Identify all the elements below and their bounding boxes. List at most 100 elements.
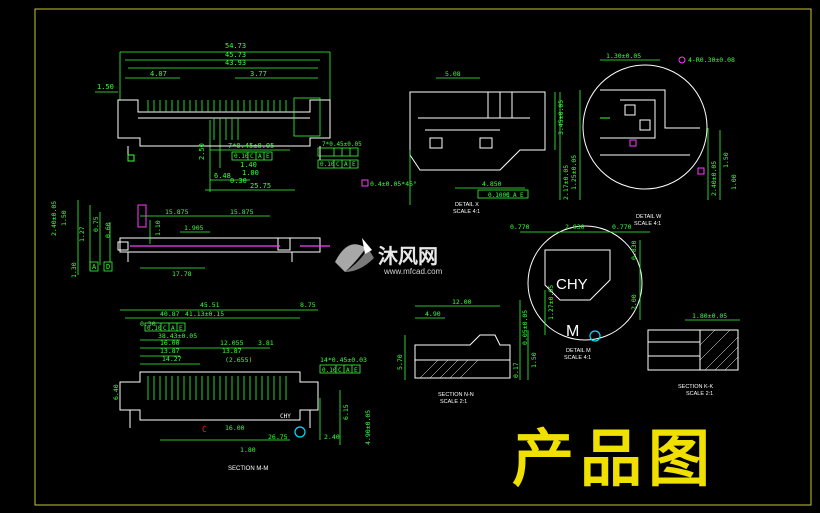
dim-text: 0.770: [510, 223, 530, 231]
callout-text: C: [163, 325, 167, 332]
dim-text: 3.81: [258, 339, 274, 347]
callout-text: E: [520, 192, 524, 199]
drawing-title: 产品图: [512, 422, 716, 495]
callout-text: 0.10: [147, 325, 162, 332]
dim-text: 45.73: [225, 51, 246, 59]
dim-text: 15.875: [230, 208, 254, 216]
dim-text: 8.75: [300, 301, 316, 309]
dim-text: 0.60: [104, 222, 112, 238]
dim-text: 4.850: [482, 180, 502, 188]
dim-text: 0.30: [230, 177, 247, 185]
watermark: 沐风网 www.mfcad.com: [335, 238, 443, 276]
callout-text: 0.10: [322, 367, 337, 374]
dim-text: 3.45±0.05: [557, 100, 565, 135]
detail-w-view: 1.30±0.05 4-R0.30±0.08 1.25±0.05 2.40±0.…: [570, 52, 738, 227]
section-mm-view: C 45.51 41.13±0.15 0.30 40.87 38.43±0.05…: [112, 301, 372, 472]
callout-text: A: [258, 153, 262, 160]
dim-text: 4.07: [150, 70, 167, 78]
dim-text: 40.87: [160, 310, 180, 318]
dim-text: 6.40: [112, 384, 120, 400]
dim-text: 14.27: [162, 355, 182, 363]
dim-text: 2.00: [630, 294, 638, 310]
dim-text: 13.87: [222, 347, 242, 355]
callout-text: A: [513, 192, 517, 199]
dim-text: 2.50: [198, 143, 206, 160]
dim-text: 1.00: [242, 169, 259, 177]
front-view: 54.73 45.73 43.93 4.07 3.77 1.50 7*0.45±…: [95, 42, 362, 192]
dim-text: 1.80: [240, 446, 256, 454]
dim-text: 41.13±0.15: [185, 310, 224, 318]
dim-text: 0.4±0.05*45°: [370, 180, 417, 188]
dim-text: 43.93: [225, 59, 246, 67]
dim-text: 2.40±0.05: [50, 201, 58, 236]
callout-text: C: [250, 153, 254, 160]
dim-text: 0.30: [140, 320, 156, 328]
dim-text: 1.50: [60, 210, 68, 226]
datum-tag: A: [92, 263, 97, 271]
dim-text: 1.10: [154, 220, 162, 236]
dim-text: 16.00: [225, 424, 245, 432]
dim-text: 2.40: [324, 433, 340, 441]
detail-scale: SCALE 4:1: [564, 355, 591, 361]
watermark-logo: [335, 238, 374, 272]
callout-text: A: [346, 367, 350, 374]
dim-text: 0.830: [630, 240, 638, 260]
dim-text: 45.51: [200, 301, 220, 309]
dim-text: 1.80±0.05: [692, 312, 727, 320]
dim-text: 2.40±0.05: [710, 161, 718, 196]
callout-text: C: [336, 161, 340, 168]
dim-text: 0.75: [92, 216, 100, 232]
target-icon: [589, 330, 601, 342]
dim-text: 13.87: [160, 347, 180, 355]
callout-text: 0.1000: [488, 192, 510, 199]
section-scale: SCALE 2:1: [440, 399, 467, 405]
watermark-brand: 沐风网: [378, 245, 438, 268]
dim-text: 1.25±0.05: [570, 155, 578, 190]
callout-text: C: [506, 192, 510, 199]
watermark-url: www.mfcad.com: [383, 267, 443, 276]
dim-text: 14*0.45±0.03: [320, 356, 367, 364]
dim-text: 1.27±0.05: [547, 285, 555, 320]
dim-text: (2.655): [225, 356, 252, 364]
detail-x-view: 5.08 3.45±0.05 2.17±0.05 4.850 0.4±0.05*…: [361, 70, 570, 215]
detail-label: DETAIL X: [455, 202, 479, 208]
dim-text: 4.90±0.05: [364, 410, 372, 445]
callout-text: C: [338, 367, 342, 374]
dim-text: 16.00: [160, 339, 180, 347]
dim-text: 4-R0.30±0.08: [688, 56, 735, 64]
callout-text: E: [266, 153, 270, 160]
dim-text: 1.27: [78, 226, 86, 242]
dim-text: 7*0.45±0.05: [322, 141, 362, 148]
target-icon: [294, 426, 306, 438]
detail-scale: SCALE 4:1: [453, 209, 480, 215]
dim-text: 6.48: [214, 172, 231, 180]
side-view: 15.875 15.875 1.905 1.10 17.78 2.40±0.05…: [50, 200, 330, 278]
chip-label: CHY: [280, 413, 291, 420]
callout-text: E: [179, 325, 183, 332]
dim-text: 25.75: [250, 182, 271, 190]
callout-text: 0.10: [320, 161, 335, 168]
dim-text: 17.78: [172, 270, 192, 278]
dim-text: 1.50: [530, 352, 538, 368]
dim-text: 2.17±0.05: [562, 165, 570, 200]
callout-text: A: [171, 325, 175, 332]
dim-text: 54.73: [225, 42, 246, 50]
dim-text: 1.00: [730, 174, 738, 190]
dim-text: 3.77: [250, 70, 267, 78]
dim-text: 12.00: [452, 298, 472, 306]
dim-text: 1.50: [722, 152, 730, 168]
section-label: SECTION M-M: [228, 466, 268, 472]
dim-text: 0.17: [512, 362, 520, 378]
dim-text: 2.930: [565, 223, 585, 231]
datum-tag: D: [106, 263, 110, 271]
detail-scale: SCALE 4:1: [634, 221, 661, 227]
dim-text: 1.40: [240, 161, 257, 169]
detail-label: DETAIL W: [636, 214, 662, 220]
callout-text: E: [352, 161, 356, 168]
dim-text: 15.875: [165, 208, 189, 216]
dim-text: 26.75: [268, 433, 288, 441]
dim-text: 7*0.45±0.05: [228, 142, 274, 150]
dim-text: 4.90: [425, 310, 441, 318]
